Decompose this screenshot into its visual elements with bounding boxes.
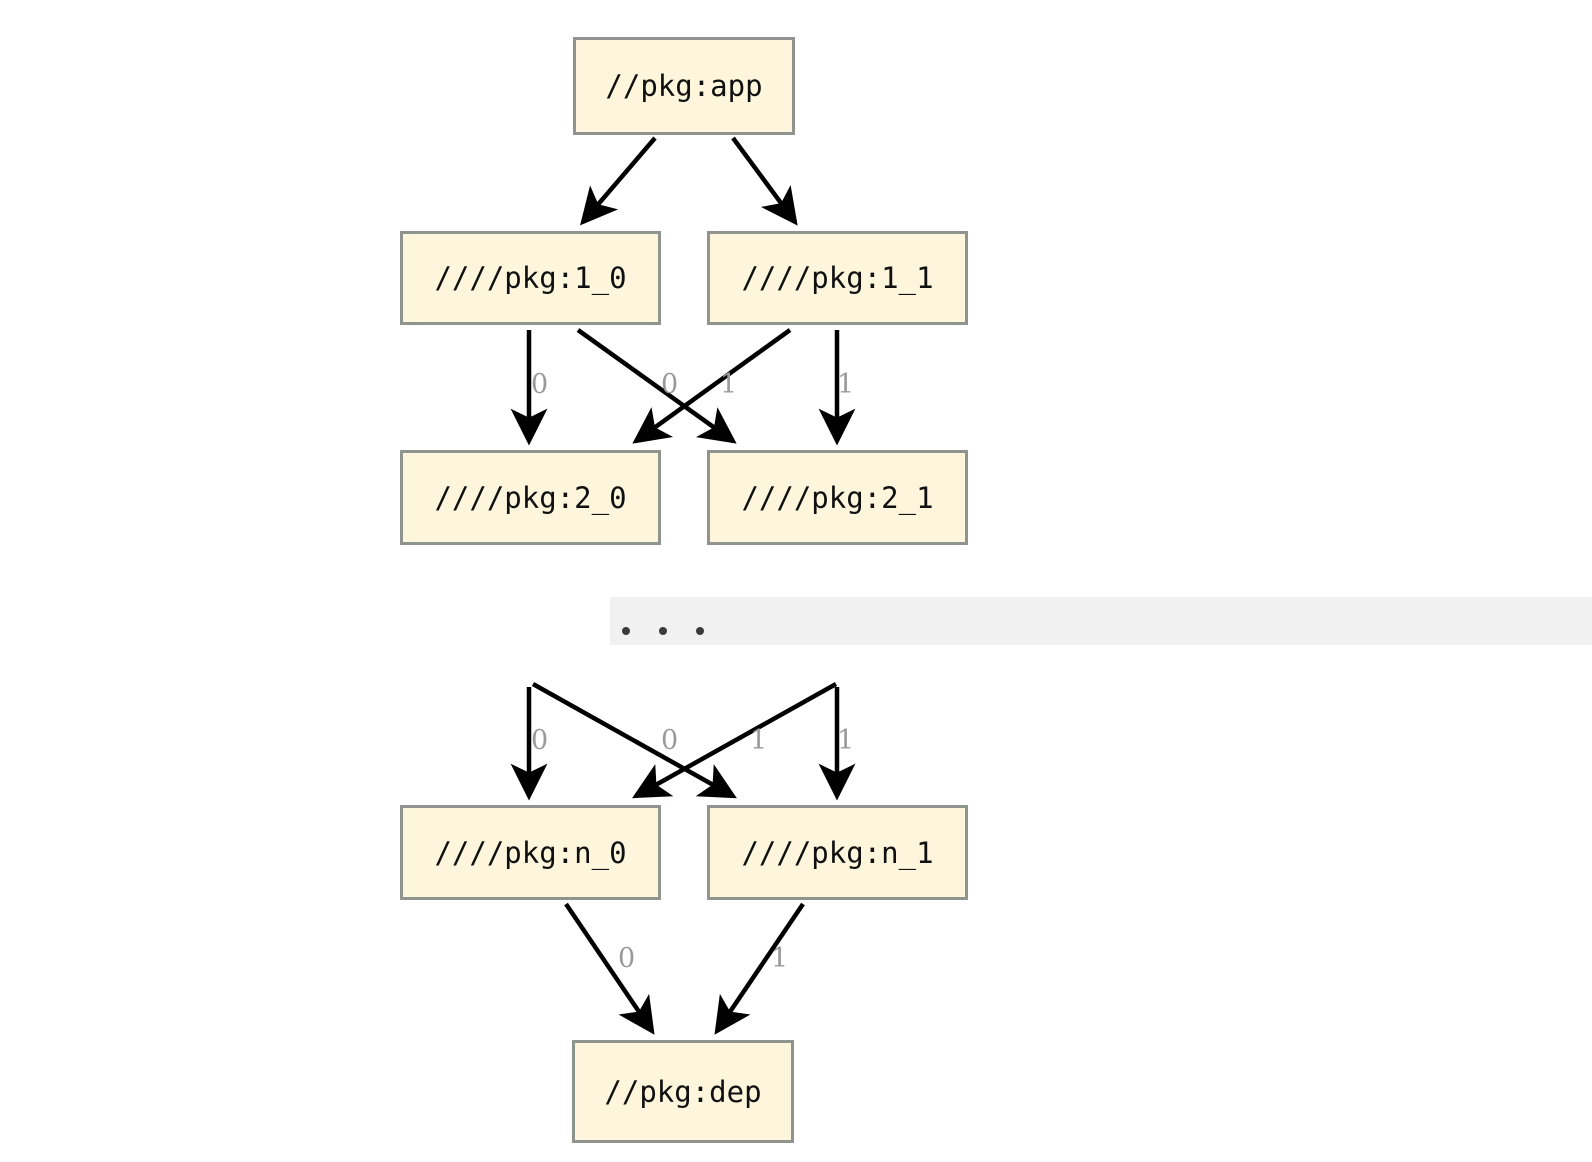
node-label: //pkg:app [605, 69, 763, 103]
edge-label-1_1-2_0: 1 [720, 369, 738, 400]
edge-above-to-n_0-diagonal [632, 682, 838, 799]
edge-label-above-n_0-vertical: 0 [531, 725, 549, 756]
node-2_0[interactable]: ////pkg:2_0 [400, 450, 661, 545]
edge-label-above-n_0-diagonal: 1 [750, 725, 768, 756]
ellipsis-dot-3 [696, 627, 704, 635]
node-label: ////pkg:n_0 [434, 835, 627, 870]
ellipsis-dot-1 [622, 627, 630, 635]
node-dep[interactable]: //pkg:dep [572, 1040, 794, 1143]
edge-label-1_1-2_1: 1 [837, 369, 855, 400]
node-label: ////pkg:n_1 [741, 835, 934, 870]
edge-app-to-1_1 [731, 136, 798, 226]
node-n_1[interactable]: ////pkg:n_1 [707, 805, 968, 900]
ellipsis-dots-icon [610, 627, 704, 645]
edge-n_1-to-dep [714, 902, 805, 1035]
node-app[interactable]: //pkg:app [573, 37, 795, 135]
edge-label-1_0-2_0: 0 [531, 369, 549, 400]
node-1_1[interactable]: ////pkg:1_1 [707, 231, 968, 325]
edge-1_0-to-2_1 [576, 328, 737, 444]
edge-label-1_0-2_1: 0 [661, 369, 679, 400]
edge-n_0-to-dep [564, 902, 655, 1035]
node-label: ////pkg:2_1 [741, 480, 934, 515]
node-label: ////pkg:1_1 [741, 261, 934, 295]
edge-label-above-n_1-diagonal: 0 [661, 725, 679, 756]
node-label: ////pkg:2_0 [434, 480, 627, 515]
ellipsis-band [610, 597, 1592, 645]
edge-label-n_0-dep: 0 [618, 943, 636, 974]
node-1_0[interactable]: ////pkg:1_0 [400, 231, 661, 325]
node-label: ////pkg:1_0 [434, 261, 627, 295]
edge-above-to-n_1-diagonal [531, 682, 737, 799]
edge-1_1-to-2_0 [632, 328, 792, 444]
edge-label-above-n_1-vertical: 1 [837, 725, 855, 756]
node-label: //pkg:dep [604, 1074, 762, 1109]
ellipsis-dot-2 [659, 627, 667, 635]
node-2_1[interactable]: ////pkg:2_1 [707, 450, 968, 545]
node-n_0[interactable]: ////pkg:n_0 [400, 805, 661, 900]
edge-label-n_1-dep: 1 [771, 943, 789, 974]
edge-app-to-1_0 [580, 136, 657, 226]
